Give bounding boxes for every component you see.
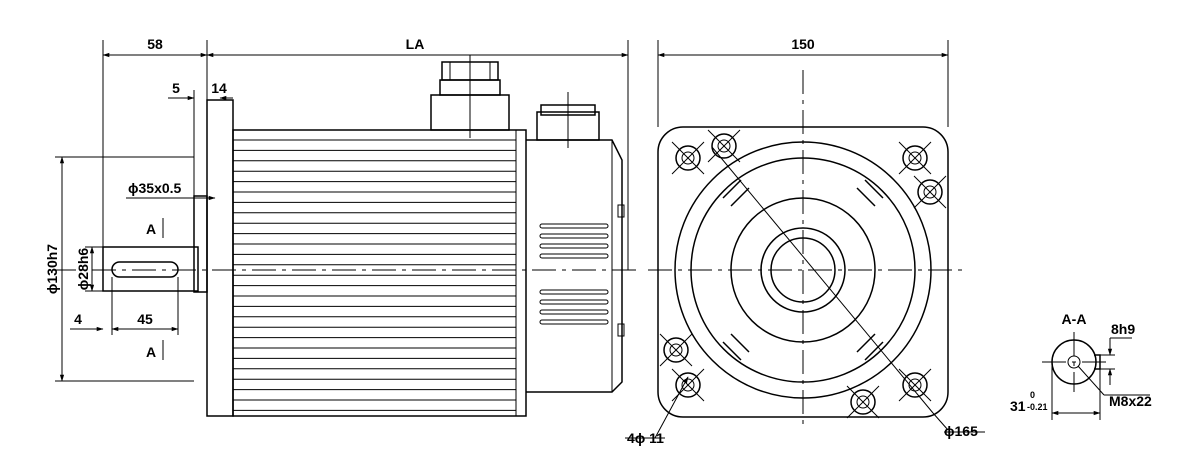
encoder-slots [539, 223, 609, 325]
mounting-hole-inner [681, 151, 695, 165]
tol-lower-label: -0.21 [1027, 402, 1048, 412]
tol-upper-label: 0 [1030, 390, 1035, 400]
mount-holes-label: 4ϕ 11 [627, 430, 664, 446]
flange [206, 99, 234, 417]
spigot [193, 195, 208, 293]
encoder-slot [539, 253, 609, 259]
dim-4-label: 4 [74, 311, 82, 327]
cooling-fins [233, 130, 517, 416]
mounting-hole-inner [856, 395, 870, 409]
encoder-slot [539, 309, 609, 315]
mounting-hole-inner [908, 151, 922, 165]
bolt-circle-label: ϕ165 [944, 423, 978, 439]
mounting-hole [917, 179, 943, 205]
mounting-hole [675, 145, 701, 171]
encoder-slot [539, 243, 609, 249]
mounting-hole [850, 389, 876, 415]
encoder-slot [539, 289, 609, 295]
mounting-hole-inner [908, 378, 922, 392]
mounting-hole [663, 337, 689, 363]
mounting-holes [659, 129, 947, 419]
mounting-hole-inner [669, 343, 683, 357]
dim-la-label: LA [406, 36, 425, 52]
section-view: A-A 8h9 M8x22 31 0 -0.21 [1010, 311, 1152, 420]
motor-body [232, 129, 527, 417]
shaft [102, 246, 199, 292]
mounting-hole-inner [717, 139, 731, 153]
dim-spigot-label: ϕ35x0.5 [128, 180, 182, 196]
dim-45-label: 45 [137, 311, 153, 327]
key-height-label: 31 [1010, 398, 1026, 414]
dim-150-label: 150 [791, 36, 815, 52]
mounting-hole [711, 133, 737, 159]
dim-58-label: 58 [147, 36, 163, 52]
shaft-end-inner [770, 237, 836, 303]
mounting-hole [902, 145, 928, 171]
pilot-ring [730, 197, 876, 343]
section-keyway [1094, 354, 1101, 370]
section-marker-top: A [146, 221, 156, 237]
encoder-slot [539, 223, 609, 229]
shaft-end-outer [760, 227, 846, 313]
mounting-hole-inner [923, 185, 937, 199]
front-view: 150 4ϕ 11 ϕ165 [625, 36, 985, 446]
encoder-slot [539, 233, 609, 239]
section-marker-bottom: A [146, 344, 156, 360]
key-width-label: 8h9 [1111, 321, 1135, 337]
side-view: 58 LA 5 14 ϕ35x0.5 A A ϕ130h7 ϕ28h6 4 45 [44, 36, 640, 417]
encoder-slot [539, 319, 609, 325]
keyway [111, 261, 179, 278]
flange-outer-ring [674, 141, 932, 399]
encoder-housing [526, 139, 623, 393]
dim-130-label: ϕ130h7 [44, 244, 60, 294]
encoder-slot [539, 299, 609, 305]
flange-face [657, 126, 949, 418]
tap-label: M8x22 [1109, 393, 1152, 409]
section-title: A-A [1062, 311, 1087, 327]
dim-14-label: 14 [211, 80, 227, 96]
mounting-hole [902, 372, 928, 398]
mounting-hole [675, 372, 701, 398]
dim-28-label: ϕ28h6 [75, 248, 91, 291]
dim-5-label: 5 [172, 80, 180, 96]
